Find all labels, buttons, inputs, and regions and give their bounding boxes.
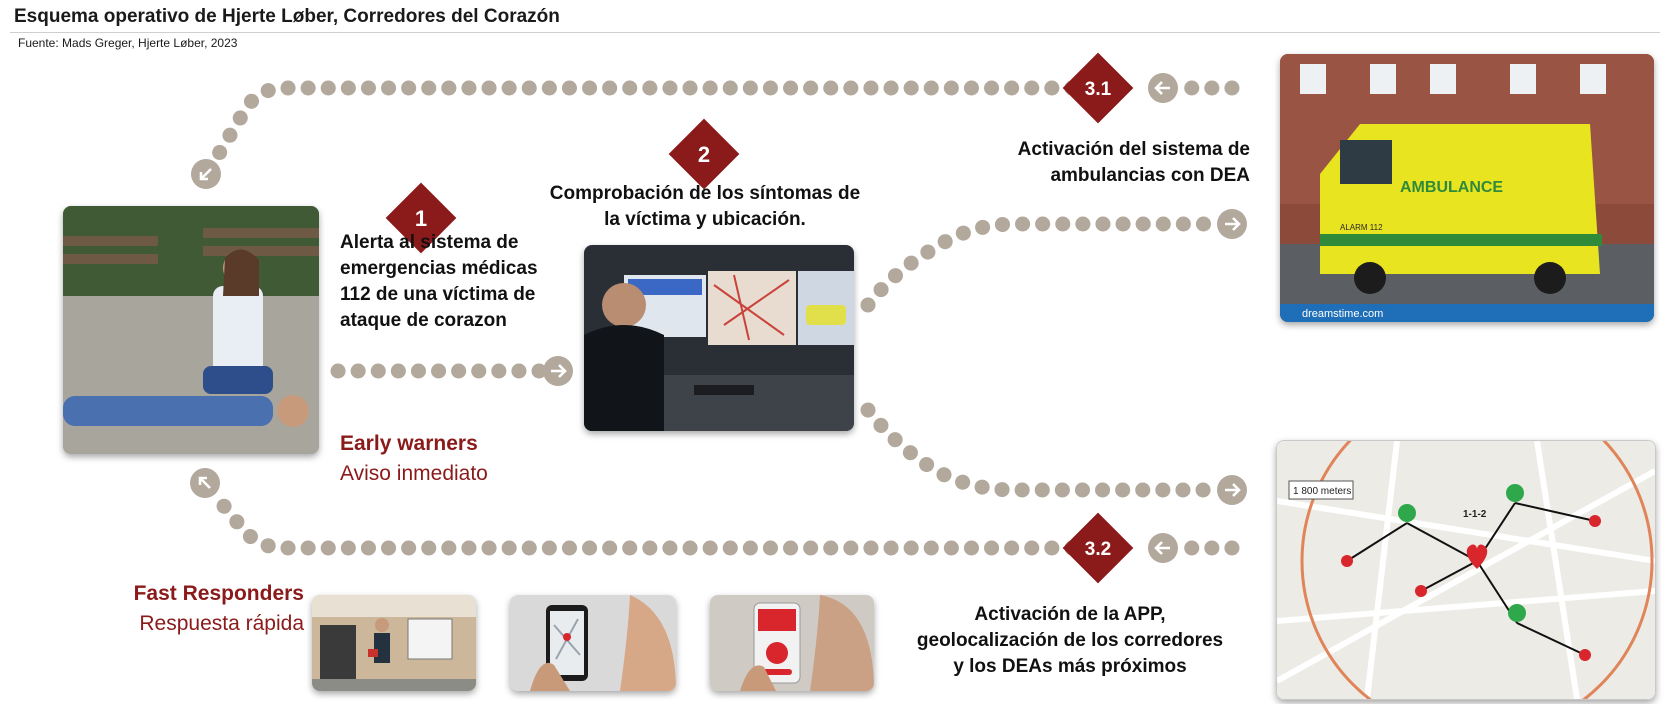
ambulance-photo: AMBULANCE ALARM 112 dreamstime.com: [1280, 54, 1654, 322]
photo-watermark: dreamstime.com: [1302, 308, 1383, 320]
source-note: Fuente: Mads Greger, Hjerte Løber, 2023: [18, 36, 238, 50]
dotted-connector: [206, 486, 1080, 556]
step-3-1-text: Activación del sistema de ambulancias co…: [960, 137, 1250, 189]
ambulance-lettering: AMBULANCE: [1400, 179, 1503, 196]
text-line: Alerta al sistema de: [340, 232, 519, 253]
dotted-connector: [860, 216, 1222, 313]
step-2-text: Comprobación de los síntomas de la vícti…: [540, 181, 870, 233]
dotted-connector: [860, 402, 1222, 498]
text-line: y los DEAs más próximos: [953, 656, 1187, 677]
text-line: ambulancias con DEA: [1050, 165, 1250, 186]
map-photo: 1 800 meters 1-1-2: [1276, 440, 1656, 700]
dispatch-center-photo: [584, 245, 854, 431]
step-number: 3.2: [1085, 539, 1111, 560]
text-line: geolocalización de los corredores: [916, 630, 1224, 651]
early-warners-subtitle: Aviso inmediato: [340, 462, 488, 485]
text-line: ataque de corazon: [340, 310, 507, 331]
text-line: 112 de una víctima de: [340, 284, 536, 305]
phone-app-photo: [710, 595, 874, 691]
text-line: la víctima y ubicación.: [604, 209, 806, 230]
map-distance-label: 1 800 meters: [1293, 486, 1351, 497]
arrow-icon: [1217, 209, 1247, 239]
dotted-paths: [206, 80, 1240, 556]
phone-map-photo: [510, 595, 676, 691]
text-line: Comprobación de los síntomas de: [549, 183, 861, 204]
arrow-icon: [190, 468, 220, 498]
responder-runner-photo: [312, 595, 476, 691]
text-line: Activación del sistema de: [1017, 139, 1250, 160]
text-line: emergencias médicas: [340, 258, 538, 279]
header-divider: [10, 32, 1660, 33]
step-1-text: Alerta al sistema de emergencias médicas…: [340, 230, 580, 334]
arrow-icon: [1217, 475, 1247, 505]
step-number: 3.1: [1085, 79, 1112, 100]
dotted-connector: [206, 80, 1080, 170]
early-warners-title: Early warners: [340, 432, 478, 455]
step-number: 2: [698, 142, 710, 167]
arrow-icon: [543, 356, 573, 386]
page-title: Esquema operativo de Hjerte Løber, Corre…: [14, 6, 560, 27]
step-badge-3-2: 3.2: [1062, 512, 1134, 584]
step-badge-3-1: 3.1: [1062, 52, 1134, 124]
ambulance-alarm-lettering: ALARM 112: [1340, 223, 1383, 232]
arrow-icon: [191, 159, 221, 189]
step-badge-2: 2: [668, 118, 740, 190]
cpr-scene-photo: [63, 206, 319, 454]
arrow-icon: [1148, 533, 1178, 563]
map-code-label: 1-1-2: [1463, 509, 1487, 520]
step-3-2-text: Activación de la APP, geolocalización de…: [890, 602, 1250, 680]
arrow-icon: [1148, 73, 1178, 103]
fast-responders-subtitle: Respuesta rápida: [139, 612, 304, 635]
text-line: Activación de la APP,: [974, 604, 1166, 625]
step-number: 1: [415, 206, 427, 231]
fast-responders-title: Fast Responders: [133, 582, 304, 605]
